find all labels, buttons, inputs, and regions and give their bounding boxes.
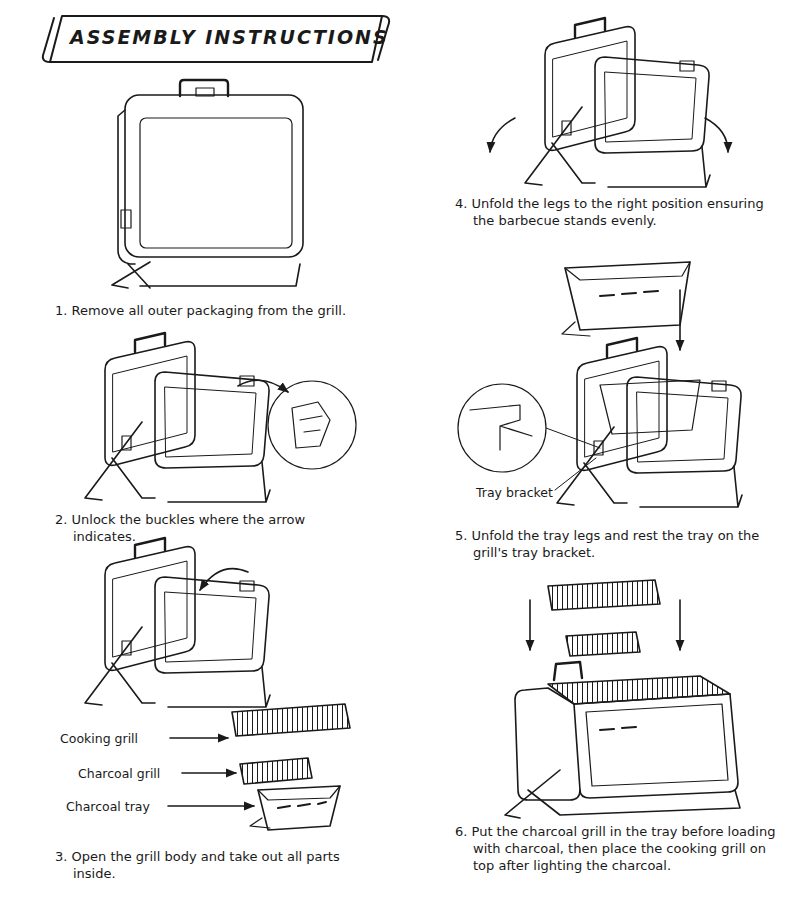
part-label: Cooking grill (60, 730, 138, 747)
part-label: Charcoal tray (66, 798, 150, 815)
title-text: ASSEMBLY INSTRUCTIONS (70, 26, 389, 48)
step-instruction: 6. Put the charcoal grill in the tray be… (455, 823, 783, 874)
open-grill-step-3 (85, 538, 350, 830)
part-label: Tray bracket (476, 484, 553, 501)
step-instruction: 2. Unlock the buckles where the arrow in… (55, 511, 363, 545)
step-instruction: 5. Unfold the tray legs and rest the tra… (455, 527, 773, 561)
open-grill-step-4 (490, 18, 728, 187)
open-grill-step-2 (85, 333, 356, 502)
closed-grill (112, 80, 303, 288)
tray-step-5 (458, 262, 742, 507)
part-label: Charcoal grill (78, 765, 160, 782)
step-instruction: 3. Open the grill body and take out all … (55, 848, 373, 882)
step-instruction: 4. Unfold the legs to the right position… (455, 195, 773, 229)
title-banner (43, 16, 389, 62)
assembled-grill-step-6 (505, 580, 740, 818)
step-instruction: 1. Remove all outer packaging from the g… (55, 302, 363, 319)
